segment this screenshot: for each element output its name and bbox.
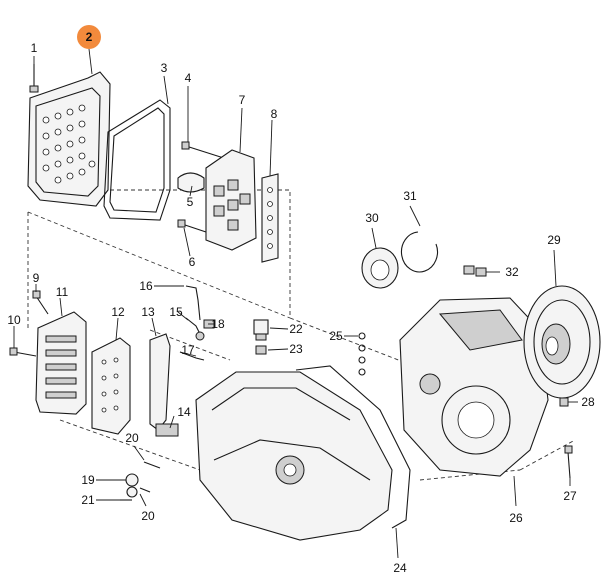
housing-bolt[interactable] xyxy=(564,445,573,479)
callout-16: 16 xyxy=(139,279,153,293)
harness-connector[interactable] xyxy=(155,423,179,437)
callout-22: 22 xyxy=(289,322,303,336)
sensor-wire[interactable] xyxy=(185,285,201,321)
callout-20-lower: 20 xyxy=(141,509,155,523)
callout-10: 10 xyxy=(7,313,21,327)
valve-body-cover[interactable] xyxy=(27,71,111,207)
speed-sensor[interactable] xyxy=(185,317,205,341)
callout-20-upper: 20 xyxy=(125,431,139,445)
callout-19: 19 xyxy=(81,473,95,487)
callout-27: 27 xyxy=(563,489,577,503)
seal-set[interactable] xyxy=(358,332,366,376)
callout-26: 26 xyxy=(509,511,523,525)
callout-17: 17 xyxy=(181,343,195,357)
callout-18: 18 xyxy=(211,317,225,331)
drain-plug[interactable] xyxy=(255,345,267,355)
snap-ring[interactable] xyxy=(400,231,439,273)
callout-leaders xyxy=(13,56,578,559)
case-gasket[interactable] xyxy=(295,365,411,529)
callout-9: 9 xyxy=(33,271,40,285)
lower-valve-bolt-top[interactable] xyxy=(32,290,49,315)
callout-1: 1 xyxy=(31,41,38,55)
callout-14: 14 xyxy=(177,405,191,419)
callout-7: 7 xyxy=(239,93,246,107)
callout-labels: 1 3 4 5 6 7 8 9 10 11 12 13 14 15 16 17 … xyxy=(7,41,595,575)
cover-gasket[interactable] xyxy=(103,99,171,221)
callout-8: 8 xyxy=(271,107,278,121)
separator-plate[interactable] xyxy=(91,337,131,435)
highlighted-callout-2[interactable]: 2 xyxy=(77,25,101,75)
lower-valve-body[interactable] xyxy=(35,311,87,415)
fill-cap[interactable] xyxy=(253,319,269,341)
callout-30: 30 xyxy=(365,211,379,225)
callout-21: 21 xyxy=(81,493,95,507)
lower-valve-bolt[interactable] xyxy=(9,347,37,357)
callout-32: 32 xyxy=(505,265,519,279)
callout-29: 29 xyxy=(547,233,561,247)
highlight-label: 2 xyxy=(86,30,93,44)
housing-plug[interactable] xyxy=(559,397,569,407)
callout-3: 3 xyxy=(161,61,168,75)
wiring-harness[interactable] xyxy=(149,333,171,431)
callout-24: 24 xyxy=(393,561,407,575)
valve-body-seal[interactable] xyxy=(177,172,205,193)
callout-6: 6 xyxy=(189,255,196,269)
callout-31: 31 xyxy=(403,189,417,203)
sensor-bracket[interactable] xyxy=(179,351,205,361)
callout-25: 25 xyxy=(329,329,343,343)
callout-15: 15 xyxy=(169,305,183,319)
callout-4: 4 xyxy=(185,71,192,85)
callout-23: 23 xyxy=(289,342,303,356)
solenoid-strip[interactable] xyxy=(261,173,279,263)
torque-converter[interactable] xyxy=(523,285,601,399)
callout-28: 28 xyxy=(581,395,595,409)
axle-seal[interactable] xyxy=(361,247,399,289)
callout-13: 13 xyxy=(141,305,155,319)
transaxle-housing[interactable] xyxy=(399,297,549,477)
fitting-assembly[interactable] xyxy=(120,461,161,501)
solenoid-body[interactable] xyxy=(205,149,257,251)
callout-5: 5 xyxy=(187,195,194,209)
callout-11: 11 xyxy=(56,285,69,299)
cover-bolt-holes xyxy=(42,104,96,184)
callout-12: 12 xyxy=(111,305,125,319)
transmission-case[interactable] xyxy=(195,371,393,541)
cover-bolt[interactable] xyxy=(29,64,39,93)
retaining-clip[interactable] xyxy=(463,265,487,277)
